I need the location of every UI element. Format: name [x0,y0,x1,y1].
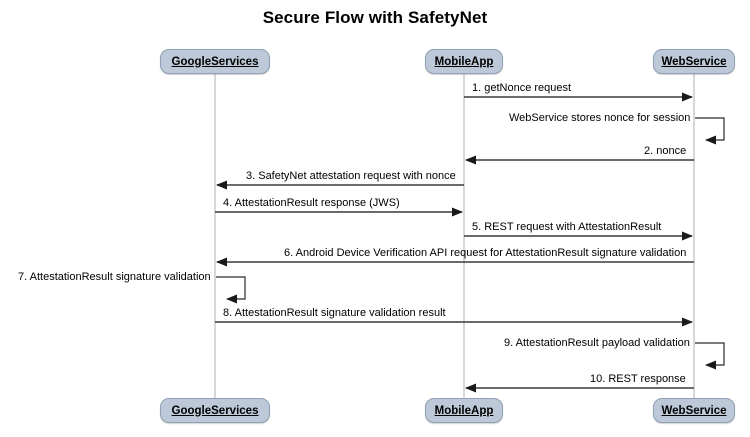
participant-label: MobileApp [434,404,494,417]
message-label-7: 6. Android Device Verification API reque… [284,247,687,259]
message-label-8: 7. AttestationResult signature validatio… [18,271,211,283]
participant-googleservices-bottom[interactable]: GoogleServices [160,398,270,423]
participant-webservice-top[interactable]: WebService [653,49,735,74]
message-label-1: 1. getNonce request [472,82,572,94]
participant-label: WebService [661,404,727,417]
page-title: Secure Flow with SafetyNet [262,8,488,27]
participant-label: MobileApp [434,55,494,68]
participant-mobileapp-bottom[interactable]: MobileApp [425,398,503,423]
message-label-11: 10. REST response [590,373,686,385]
participant-label: GoogleServices [171,55,259,68]
message-label-2: WebService stores nonce for session [509,112,691,124]
participant-mobileapp-top[interactable]: MobileApp [425,49,503,74]
message-arrow-self-8 [216,276,246,304]
message-label-4: 3. SafetyNet attestation request with no… [246,170,456,182]
message-arrow-self-2 [695,117,725,145]
message-label-3: 2. nonce [644,145,687,157]
participant-label: WebService [661,55,727,68]
participant-webservice-bottom[interactable]: WebService [653,398,735,423]
message-arrow-self-10 [695,342,725,370]
participant-googleservices-top[interactable]: GoogleServices [160,49,270,74]
message-label-5: 4. AttestationResult response (JWS) [223,197,400,209]
participant-label: GoogleServices [171,404,259,417]
message-label-9: 8. AttestationResult signature validatio… [223,307,446,319]
message-label-6: 5. REST request with AttestationResult [472,221,662,233]
message-label-10: 9. AttestationResult payload validation [504,337,690,349]
